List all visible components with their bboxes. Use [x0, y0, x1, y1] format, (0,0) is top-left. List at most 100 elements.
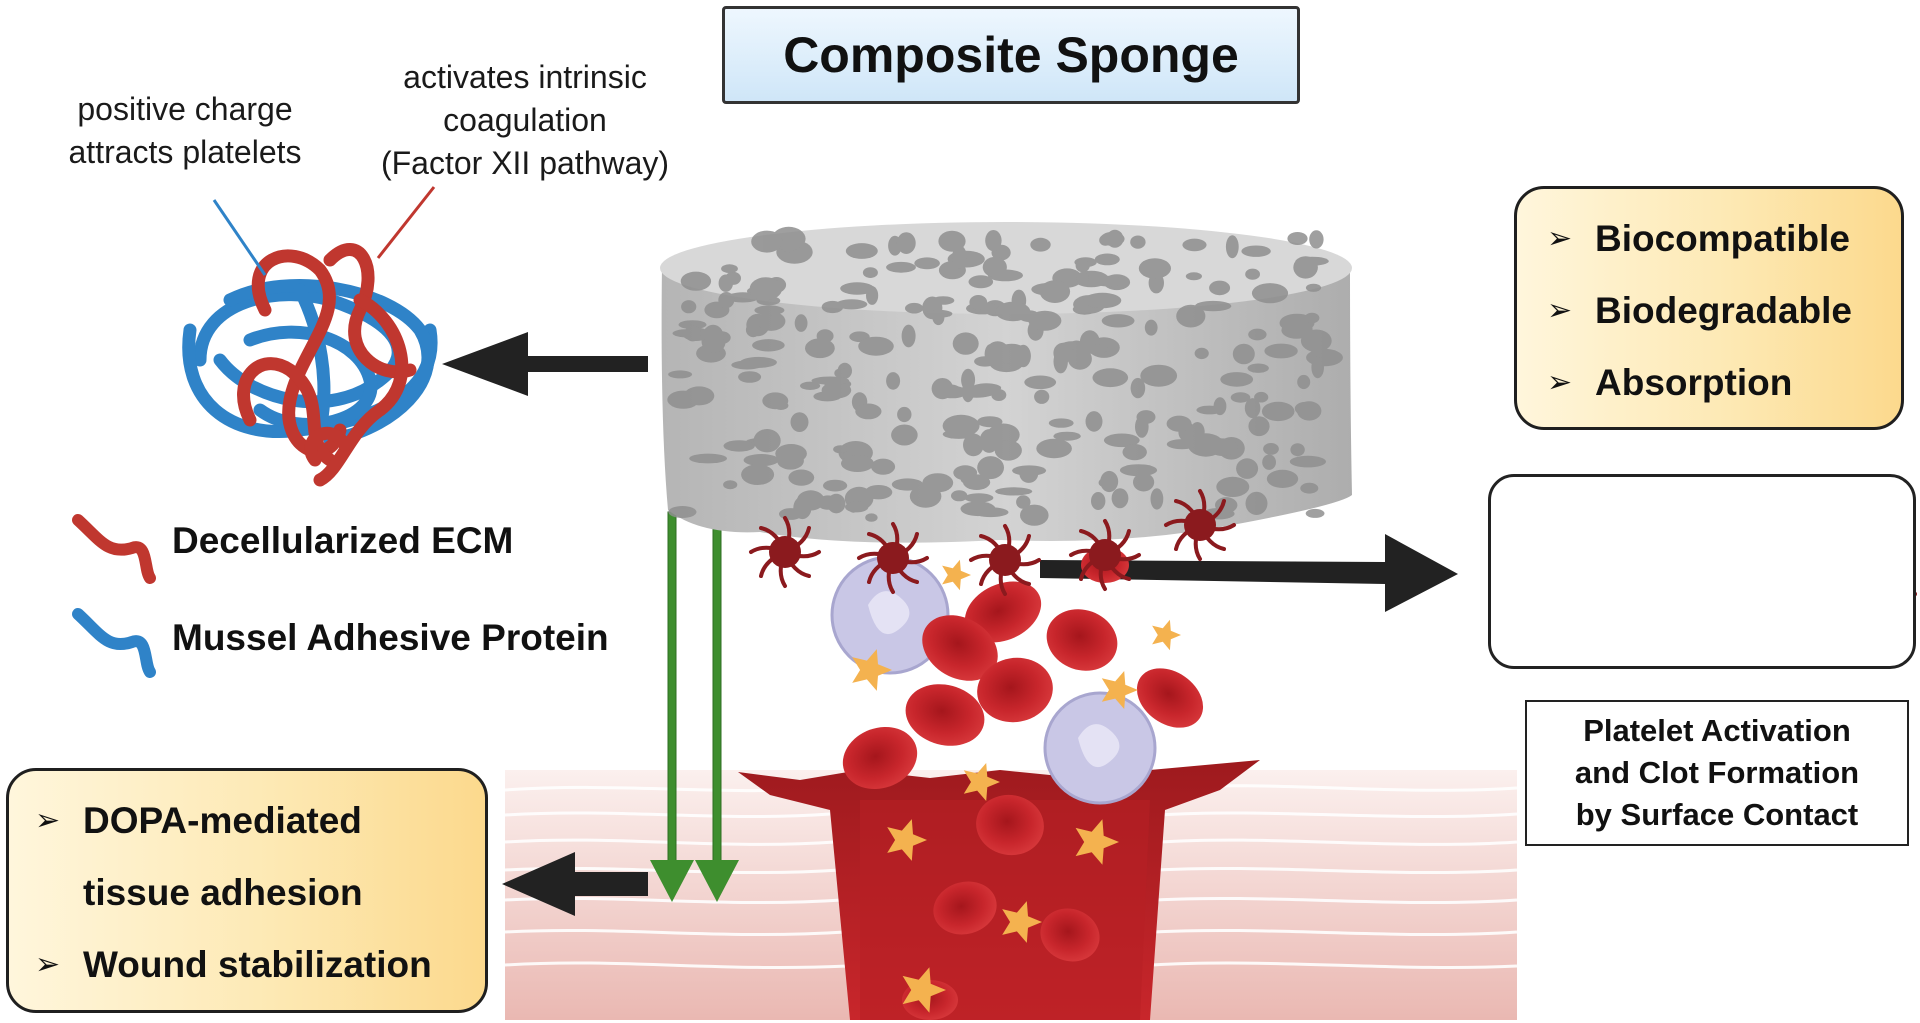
red-blood-cell: [1136, 668, 1204, 728]
property-label: Absorption: [1595, 362, 1793, 403]
label-line: by Surface Contact: [1575, 797, 1859, 832]
sponge-pore: [891, 424, 918, 446]
sponge-pore: [977, 416, 1003, 428]
sponge-pore: [1251, 283, 1289, 304]
sponge-pore: [1122, 444, 1147, 461]
sponge-pore: [1194, 347, 1209, 360]
sponge-pore: [1293, 256, 1318, 279]
sponge-pore: [1245, 268, 1260, 280]
resting-platelet: [852, 649, 892, 691]
sponge-pore: [1187, 433, 1224, 457]
sponge-pore: [1266, 469, 1299, 488]
sponge-pore: [841, 455, 874, 472]
sponge-pore: [788, 469, 815, 486]
sponge-pore: [794, 314, 808, 332]
property-label-continued: tissue adhesion: [83, 872, 363, 913]
sponge-pore: [751, 230, 783, 253]
sponge-pore: [951, 490, 968, 502]
sponge-pore: [891, 478, 924, 491]
property-item: ➢DOPA-mediated: [31, 785, 465, 857]
sponge-pore: [1085, 411, 1103, 432]
sponge-pore: [816, 329, 834, 343]
sponge-pore: [1048, 418, 1074, 428]
sponge-pore: [897, 406, 912, 423]
cell-nucleus: [1078, 724, 1120, 768]
sponge-pore: [1182, 238, 1207, 252]
sponge-pore: [668, 506, 697, 518]
sponge-pore: [1111, 488, 1129, 509]
sponge-pore: [721, 264, 738, 274]
property-label: DOPA-mediated: [83, 800, 362, 841]
sponge-pore: [977, 456, 1004, 480]
composite-sponge-image: [660, 222, 1352, 543]
pointer-line-red: [376, 186, 436, 259]
sponge-pore: [668, 370, 693, 379]
arrow-left-to-tissue-props: [502, 852, 648, 916]
red-blood-cell: [964, 581, 1042, 643]
sponge-pore: [1074, 344, 1109, 354]
sponge-pore: [805, 338, 835, 359]
property-item: ➢Biodegradable: [1543, 275, 1881, 347]
sponge-pore: [833, 445, 848, 454]
red-blood-cell: [842, 726, 918, 790]
sponge-pore: [1261, 401, 1295, 422]
sponge-pore: [775, 444, 807, 464]
sponge-pore: [726, 292, 760, 303]
chevron-right-icon: ➢: [1547, 222, 1573, 255]
activated-platelet: [1164, 489, 1236, 561]
sponge-pore: [1220, 372, 1254, 387]
sponge-pore: [855, 403, 882, 420]
sponge-pore: [1216, 476, 1250, 497]
diagram-title: Composite Sponge: [783, 27, 1239, 83]
title-box: Composite Sponge: [722, 6, 1300, 104]
sponge-pore: [845, 501, 869, 513]
sponge-pore: [865, 513, 878, 522]
sponge-pore: [905, 302, 924, 314]
properties-box-bottom: ➢DOPA-mediated tissue adhesion ➢Wound st…: [6, 768, 488, 1013]
sponge-pore: [914, 257, 940, 270]
sponge-pore: [1036, 438, 1072, 459]
resting-platelet: [1101, 671, 1138, 709]
sponge-pore: [968, 275, 994, 289]
red-blood-cell: [922, 615, 998, 681]
chevron-right-icon: ➢: [35, 948, 61, 981]
property-item: ➢Biocompatible: [1543, 203, 1881, 275]
sponge-pore: [1290, 443, 1305, 457]
sponge-pore: [1297, 374, 1311, 390]
sponge-pore: [1304, 312, 1320, 324]
properties-box-top: ➢Biocompatible ➢Biodegradable ➢ Absorptio…: [1514, 186, 1904, 430]
sponge-pore: [938, 230, 966, 252]
sponge-pore: [1101, 314, 1135, 328]
sponge-pore: [835, 299, 868, 310]
sponge-pore: [1133, 472, 1155, 492]
sponge-pore: [731, 360, 763, 370]
sponge-pore: [1225, 235, 1239, 259]
sponge-pore: [1289, 455, 1326, 468]
sponge-pore: [963, 433, 984, 457]
red-blood-cell: [976, 794, 1044, 856]
label-line: and Clot Formation: [1574, 755, 1860, 790]
sponge-pore: [995, 487, 1033, 496]
sponge-pore: [1030, 237, 1051, 252]
sponge-pore: [1076, 272, 1089, 284]
sponge-pore: [1039, 280, 1071, 303]
sponge-pore: [797, 490, 825, 511]
sponge-pore: [1248, 416, 1270, 437]
activated-platelet: [1069, 519, 1141, 591]
sponge-pore: [1300, 482, 1319, 494]
sponge-pore: [667, 390, 700, 409]
sponge-pore: [845, 243, 878, 259]
sponge-pore: [1297, 401, 1322, 421]
sponge-pore: [756, 311, 786, 331]
chevron-right-icon: ➢: [1547, 294, 1573, 327]
sponge-pore: [1053, 431, 1081, 441]
sponge-pore: [718, 274, 733, 292]
sponge-pore: [1306, 348, 1343, 367]
sponge-pore: [723, 440, 755, 452]
property-item: ➢Wound stabilization: [31, 929, 465, 1001]
chevron-right-icon: ➢: [1547, 366, 1573, 399]
activated-platelet: [969, 524, 1041, 596]
sponge-pore: [811, 376, 850, 385]
sponge-pore: [901, 324, 916, 348]
label-line: Platelet Activation: [1583, 713, 1851, 748]
